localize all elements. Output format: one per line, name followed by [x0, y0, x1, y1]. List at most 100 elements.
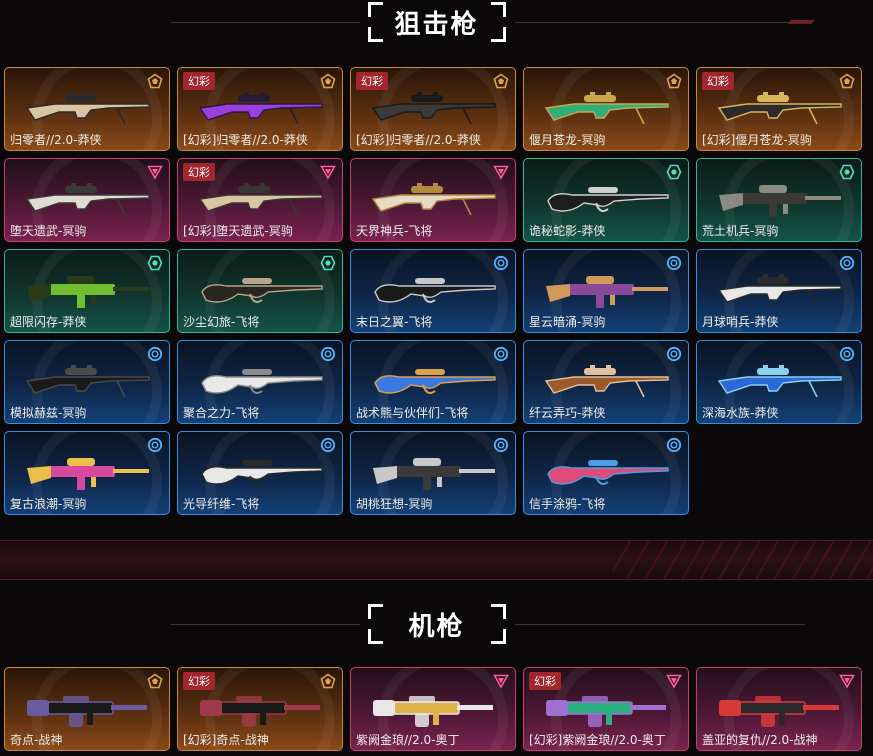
skin-card[interactable]: 战术熊与伙伴们-飞将	[350, 340, 516, 424]
exclusive-tier-icon	[666, 73, 682, 89]
skin-card[interactable]: 超限闪存-莽侠	[4, 249, 170, 333]
deluxe-tier-icon	[839, 255, 855, 271]
skin-card[interactable]: 盖亚的复仇//2.0-战神	[696, 667, 862, 751]
deluxe-tier-icon	[493, 437, 509, 453]
skin-card[interactable]: 月球哨兵-莽侠	[696, 249, 862, 333]
weapon-image	[201, 369, 323, 394]
skin-name: 盖亚的复仇//2.0-战神	[702, 733, 818, 747]
exclusive-tier-icon	[147, 73, 163, 89]
skin-card[interactable]: 幻彩[幻彩]归零者//2.0-莽侠	[177, 67, 343, 151]
skin-name: 天界神兵-飞将	[356, 224, 433, 238]
skin-name: 紫阙金琅//2.0-奥丁	[356, 733, 460, 747]
chroma-badge: 幻彩	[356, 72, 388, 90]
skin-card[interactable]: 归零者//2.0-莽侠	[4, 67, 170, 151]
header-accent-slash	[787, 20, 815, 24]
section-title-frame: 机枪	[367, 594, 506, 654]
header-rule-right	[515, 22, 805, 23]
skin-card[interactable]: 幻彩 [幻彩]偃月苍龙-冥驹	[696, 67, 862, 151]
skin-card[interactable]: 末日之翼-飞将	[350, 249, 516, 333]
skin-name: 堕天遗武-冥驹	[10, 224, 87, 238]
ultra-tier-icon	[839, 674, 855, 689]
section-header-sniper: 狙击枪	[0, 0, 873, 52]
skin-card[interactable]: 胡桃狂想-冥驹	[350, 431, 516, 515]
skin-card[interactable]: 荒土机兵-冥驹	[696, 158, 862, 242]
ultra-tier-icon	[147, 165, 163, 180]
skin-name: 荒土机兵-冥驹	[702, 224, 779, 238]
weapon-image	[547, 187, 669, 212]
skin-name: 月球哨兵-莽侠	[702, 315, 779, 329]
chroma-badge: 幻彩	[529, 672, 561, 690]
skin-card[interactable]: 诡秘蛇影-莽侠	[523, 158, 689, 242]
deluxe-tier-icon	[320, 437, 336, 453]
chroma-badge: 幻彩	[702, 72, 734, 90]
skin-name: 沙尘幻旅-飞将	[183, 315, 260, 329]
weapon-image	[27, 458, 149, 490]
skin-card[interactable]: 星云暗涌-冥驹	[523, 249, 689, 333]
weapon-image	[201, 460, 323, 485]
ultra-tier-icon	[666, 674, 682, 689]
premium-tier-icon	[839, 164, 855, 180]
weapon-image	[27, 696, 147, 727]
weapon-image	[719, 696, 839, 727]
skin-card[interactable]: 光导纤维-飞将	[177, 431, 343, 515]
header-rule-right	[515, 624, 805, 625]
skin-name: 末日之翼-飞将	[356, 315, 433, 329]
skin-card[interactable]: 堕天遗武-冥驹	[4, 158, 170, 242]
skin-card[interactable]: 沙尘幻旅-飞将	[177, 249, 343, 333]
exclusive-tier-icon	[320, 73, 336, 89]
weapon-image	[25, 183, 150, 216]
deluxe-tier-icon	[147, 437, 163, 453]
skin-name: [幻彩]紫阙金琅//2.0-奥丁	[529, 733, 666, 747]
skin-name: 奇点-战神	[10, 733, 63, 747]
skin-name: 偃月苍龙-冥驹	[529, 133, 606, 147]
premium-tier-icon	[147, 255, 163, 271]
header-rule-left	[170, 624, 360, 625]
section-title-frame: 狙击枪	[367, 0, 506, 52]
deluxe-tier-icon	[839, 346, 855, 362]
skin-card[interactable]: 复古浪潮-冥驹	[4, 431, 170, 515]
skin-card[interactable]: 幻彩[幻彩]奇点-战神	[177, 667, 343, 751]
skin-card[interactable]: 信手涂鸦-飞将	[523, 431, 689, 515]
weapon-image	[371, 92, 496, 125]
deluxe-tier-icon	[666, 255, 682, 271]
chroma-badge: 幻彩	[183, 163, 215, 181]
skin-name: 归零者//2.0-莽侠	[10, 133, 102, 147]
deluxe-tier-icon	[493, 346, 509, 362]
premium-tier-icon	[320, 255, 336, 271]
exclusive-tier-icon	[493, 73, 509, 89]
skin-card[interactable]: 深海水族-莽侠	[696, 340, 862, 424]
weapon-image	[371, 183, 496, 216]
skin-card[interactable]: 奇点-战神	[4, 667, 170, 751]
weapon-image	[198, 183, 323, 216]
exclusive-tier-icon	[839, 73, 855, 89]
skin-name: [幻彩]归零者//2.0-莽侠	[356, 133, 481, 147]
section-title: 机枪	[408, 611, 465, 642]
skin-name: 纤云弄巧-莽侠	[529, 406, 606, 420]
skin-name: 聚合之力-飞将	[183, 406, 260, 420]
skin-grid-sniper: 归零者//2.0-莽侠 幻彩[幻彩]归零者//2.0-莽侠 幻彩[幻彩]归零者/…	[4, 67, 870, 515]
deluxe-tier-icon	[666, 437, 682, 453]
skin-card[interactable]: 幻彩 [幻彩]紫阙金琅//2.0-奥丁	[523, 667, 689, 751]
weapon-image	[373, 696, 493, 727]
weapon-image	[373, 458, 495, 490]
skin-card[interactable]: 紫阙金琅//2.0-奥丁	[350, 667, 516, 751]
skin-card[interactable]: 模拟赫兹-冥驹	[4, 340, 170, 424]
skin-name: [幻彩]堕天遗武-冥驹	[183, 224, 293, 238]
premium-tier-icon	[666, 164, 682, 180]
skin-name: 模拟赫兹-冥驹	[10, 406, 87, 420]
skin-name: [幻彩]偃月苍龙-冥驹	[702, 133, 812, 147]
skin-card[interactable]: 偃月苍龙-冥驹	[523, 67, 689, 151]
weapon-image	[25, 365, 150, 398]
skin-card[interactable]: 幻彩 [幻彩]归零者//2.0-莽侠	[350, 67, 516, 151]
chroma-badge: 幻彩	[183, 72, 215, 90]
skin-card[interactable]: 聚合之力-飞将	[177, 340, 343, 424]
header-rule-left	[170, 22, 360, 23]
ultra-tier-icon	[493, 674, 509, 689]
weapon-image	[546, 696, 666, 727]
weapon-image	[27, 276, 149, 308]
skin-card[interactable]: 幻彩 [幻彩]堕天遗武-冥驹	[177, 158, 343, 242]
skin-card[interactable]: 天界神兵-飞将	[350, 158, 516, 242]
skin-card[interactable]: 纤云弄巧-莽侠	[523, 340, 689, 424]
section-header-machinegun: 机枪	[0, 594, 873, 654]
weapon-image	[719, 185, 841, 217]
